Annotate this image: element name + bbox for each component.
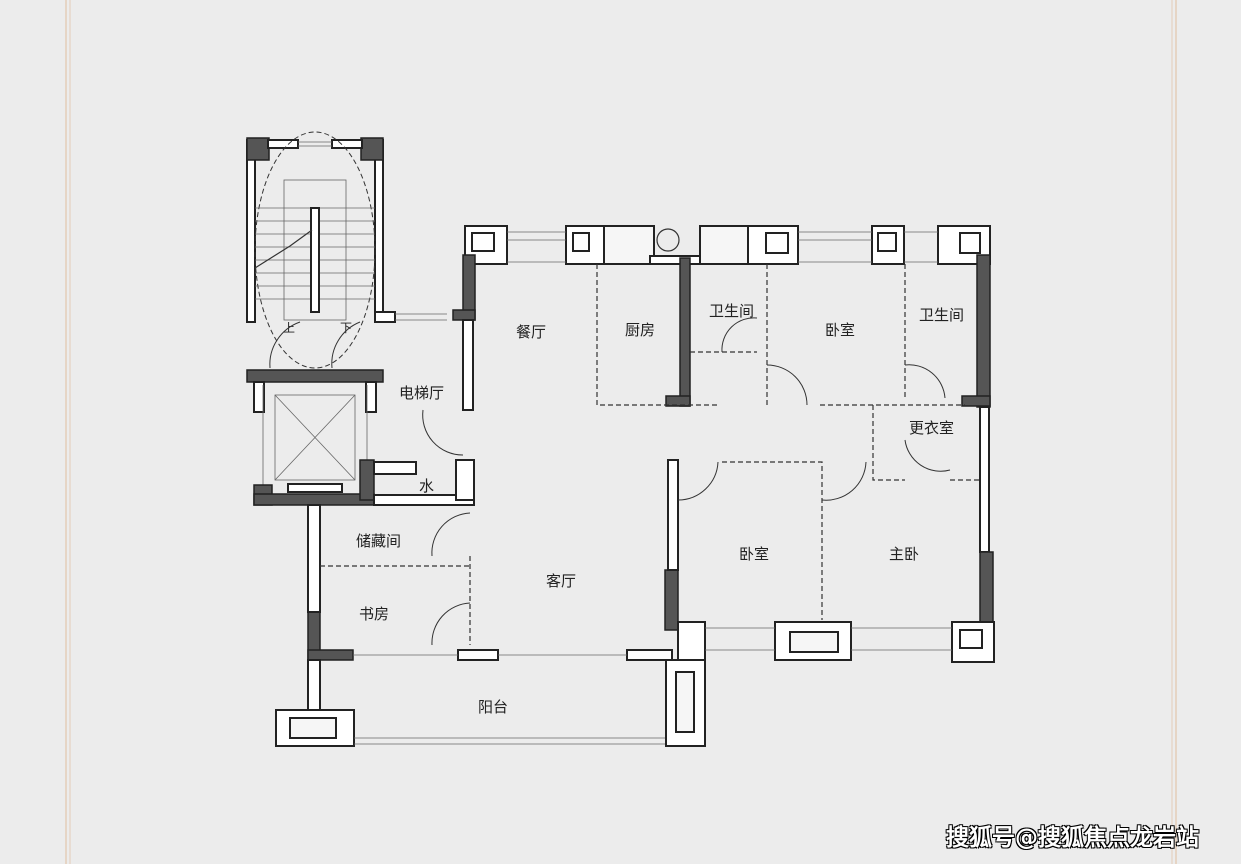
label-bedroom2: 卧室 bbox=[739, 545, 769, 563]
label-dining: 餐厅 bbox=[516, 323, 546, 341]
label-kitchen: 厨房 bbox=[625, 321, 655, 339]
label-water: 水 bbox=[419, 477, 434, 495]
walls bbox=[307, 254, 995, 663]
elevator bbox=[246, 369, 475, 506]
partitions bbox=[320, 264, 980, 646]
label-balcony: 阳台 bbox=[478, 698, 508, 716]
label-master: 主卧 bbox=[889, 545, 919, 563]
north-wall bbox=[464, 225, 991, 265]
watermark: 搜狐号@搜狐焦点龙岩站 bbox=[946, 825, 1199, 851]
label-bath1: 卫生间 bbox=[709, 302, 754, 320]
label-closet: 更衣室 bbox=[909, 419, 954, 437]
room-labels: 餐厅 厨房 卫生间 卧室 卫生间 电梯厅 更衣室 水 储藏间 客厅 卧室 主卧 … bbox=[356, 302, 964, 716]
page-border bbox=[65, 0, 1177, 864]
label-study: 书房 bbox=[359, 605, 389, 623]
label-storage: 储藏间 bbox=[356, 532, 401, 550]
stairwell: 上 下 bbox=[246, 131, 447, 369]
label-living: 客厅 bbox=[546, 572, 576, 590]
label-bath2: 卫生间 bbox=[919, 306, 964, 324]
label-elevator-hall: 电梯厅 bbox=[399, 384, 444, 402]
label-bedroom1: 卧室 bbox=[825, 321, 855, 339]
balcony bbox=[275, 659, 706, 747]
stair-down-label: 下 bbox=[340, 321, 352, 335]
